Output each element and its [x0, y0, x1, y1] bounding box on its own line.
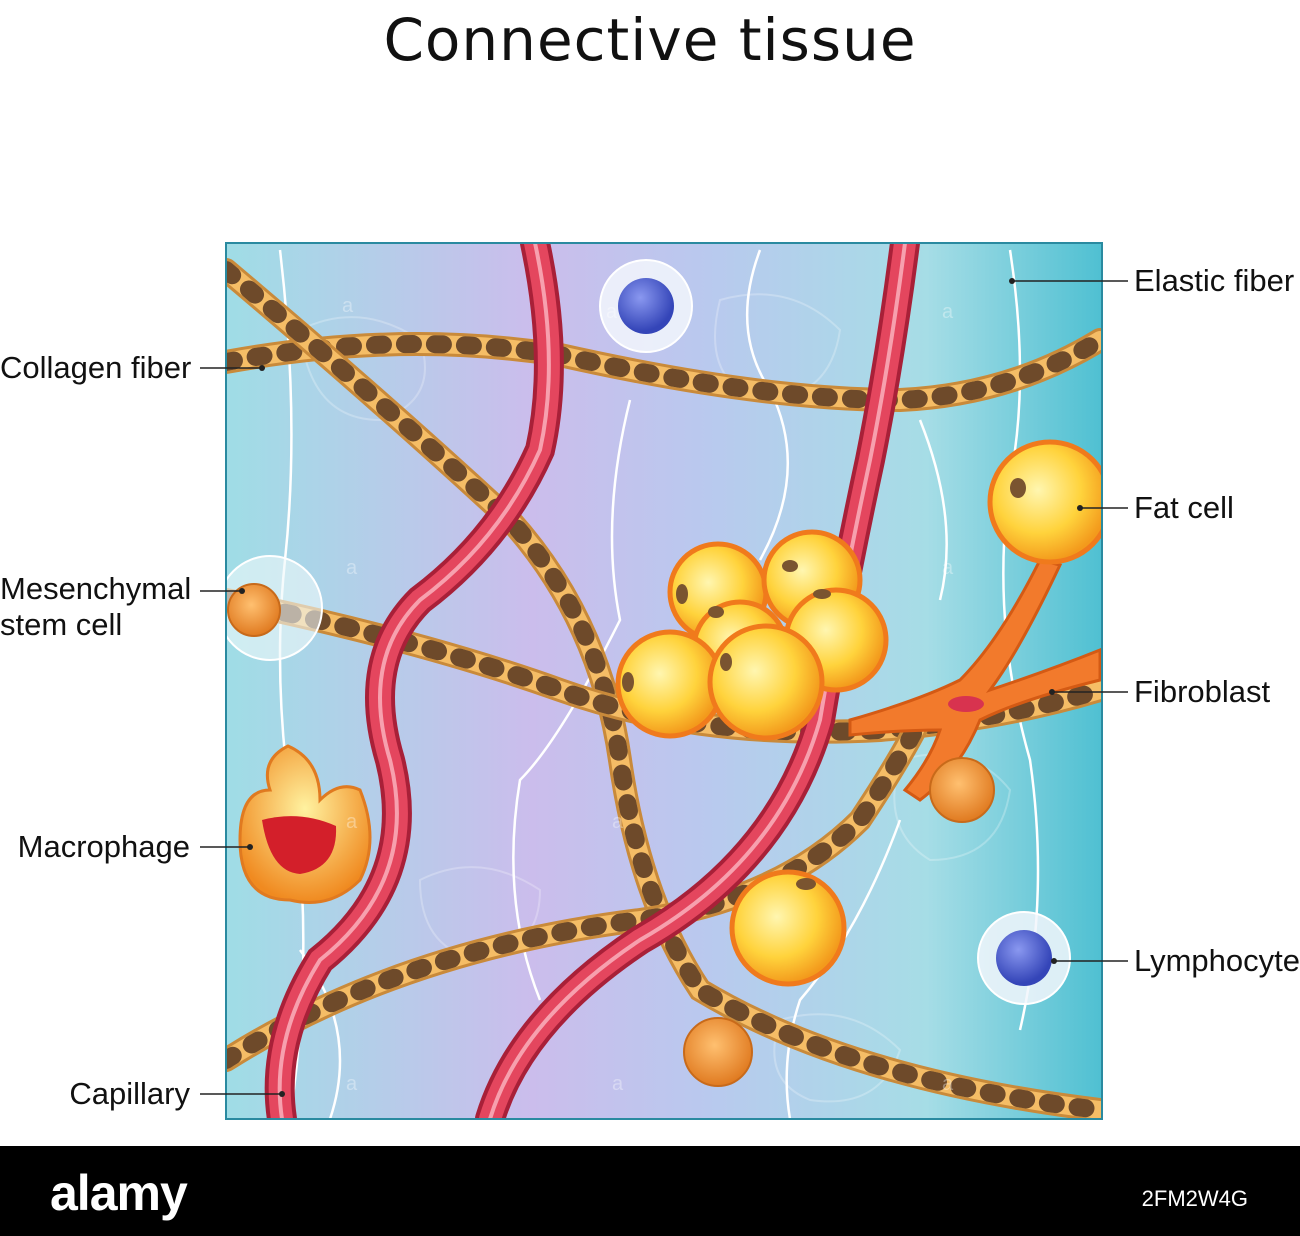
brand-logo: alamy: [50, 1165, 188, 1221]
fibroblast-cell: [848, 558, 1102, 802]
fat-cell: [987, 439, 1102, 565]
label-fat-cell: Fat cell: [1134, 490, 1234, 525]
capillaries: [264, 243, 920, 1119]
label-mesenchymal-stem-cell-line1: Mesenchymal: [0, 571, 192, 606]
footer-bar: alamy 2FM2W4G: [0, 1146, 1300, 1236]
watermark-mark: a: [342, 295, 354, 317]
background-cell-outlines: [298, 293, 1012, 1103]
label-fibroblast: Fibroblast: [1134, 674, 1271, 709]
watermark-mark: a: [346, 1073, 358, 1095]
label-macrophage: Macrophage: [17, 829, 190, 864]
connective-tissue-diagram: a a a a a a a a a a: [200, 242, 1128, 1120]
leader-lines: [200, 280, 1128, 1095]
page-title: Connective tissue: [383, 6, 917, 74]
lymphocytes: [599, 259, 1071, 1005]
label-lymphocyte: Lymphocyte: [1134, 943, 1300, 978]
image-id: 2FM2W4G: [1141, 1186, 1248, 1211]
tissue-box: a a a a a a a a a a: [226, 243, 1102, 1119]
watermark-marks: a a a a a a a a a a: [342, 295, 954, 1095]
label-mesenchymal-stem-cell-line2: stem cell: [0, 607, 123, 642]
label-elastic-fiber: Elastic fiber: [1134, 263, 1295, 298]
mesenchymal-stem-cells: [226, 555, 995, 1087]
macrophage-cell: [238, 744, 372, 904]
leader-dots: [239, 278, 1083, 1097]
watermark-mark: a: [606, 301, 618, 323]
collagen-fiber-diagonal: [226, 258, 1102, 1119]
watermark-mark: a: [942, 301, 954, 323]
watermark-mark: a: [942, 557, 954, 579]
label-collagen-fiber: Collagen fiber: [0, 350, 192, 385]
fat-cell-lower: [729, 869, 847, 987]
fat-cell-nuclei: [622, 560, 831, 692]
collagen-fiber-top: [226, 328, 1102, 413]
watermark-mark: a: [612, 811, 624, 833]
label-capillary: Capillary: [69, 1076, 190, 1111]
watermark-mark: a: [612, 1073, 624, 1095]
watermark-mark: a: [942, 1073, 954, 1095]
tissue-box-border: [225, 242, 1103, 1120]
fat-cell-cluster: [615, 529, 889, 741]
watermark-mark: a: [346, 811, 358, 833]
watermark-mark: a: [346, 557, 358, 579]
